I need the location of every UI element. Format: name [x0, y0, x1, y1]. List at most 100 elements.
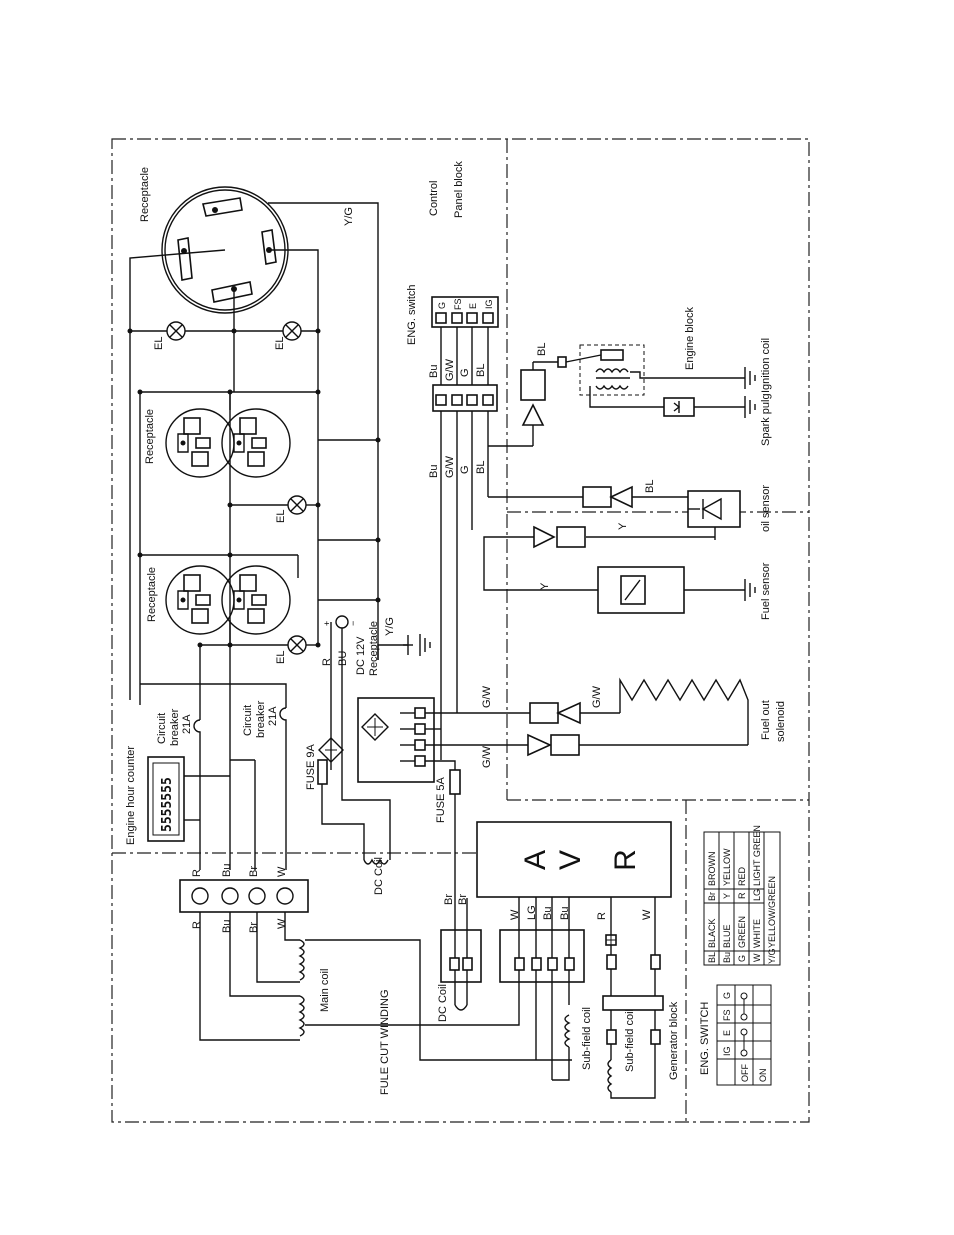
- oil-sensor-label: oil sensor: [760, 485, 772, 532]
- term-label-bu-top: Bu: [221, 864, 233, 877]
- main-coil-label: Main coil: [319, 969, 331, 1012]
- eng-pin-ig: IG: [484, 299, 494, 309]
- dc-bridge-rectifier: [318, 737, 344, 763]
- ground-ignition: [744, 367, 756, 389]
- legend-name-black: BLACK: [707, 918, 717, 948]
- sw-bu-label-top: Bu: [428, 365, 440, 378]
- eng-switch-table: IG E FS G OFF ON: [716, 984, 772, 1086]
- spark-plug-label: Spark pulg: [760, 393, 772, 446]
- engine-block-label: Engine block: [684, 307, 696, 370]
- legend-name-green: GREEN: [737, 916, 747, 948]
- generator-block-label: Generator block: [668, 1001, 680, 1080]
- sw-bu-label-bot: Bu: [428, 465, 440, 478]
- switch-table-on: ON: [758, 1069, 768, 1083]
- breaker-1-label-c: 21A: [181, 714, 193, 734]
- duplex-receptacle-low: [165, 565, 291, 635]
- eng-switch-label: ENG. switch: [406, 284, 418, 345]
- legend-code-yg: Y/G: [767, 948, 777, 964]
- block-outlines: [111, 138, 810, 1123]
- gen-r-label: R: [596, 912, 608, 920]
- fuse-5a: [425, 760, 461, 930]
- ground-symbol-dc: [419, 634, 431, 656]
- receptacle-label-low: Receptacle: [146, 567, 158, 622]
- eng-switch-connector: [431, 296, 499, 328]
- switch-off-ig-e-link: [740, 1028, 748, 1057]
- fuse5a-label: FUSE 5A: [435, 776, 447, 823]
- control-rectifier-module: [357, 697, 435, 783]
- subfield-coil-label-b: Sub-field coil: [624, 1009, 636, 1072]
- yg-label-top: Y/G: [343, 207, 355, 226]
- sw-bl-label-top: BL: [475, 364, 487, 377]
- dc-coil-label-top: DC Coil: [373, 857, 385, 895]
- avr-lg-label: LG: [526, 905, 538, 920]
- duplex-receptacle-mid: [165, 408, 291, 478]
- legend-name-red: RED: [737, 866, 747, 886]
- avr-bu-label-b: Bu: [559, 907, 571, 920]
- dc-coil-connector: [440, 898, 482, 1011]
- circuit-breaker-2: [140, 683, 287, 870]
- legend-name-yellow-green: YELLOW/GREEN: [767, 876, 777, 948]
- receptacle-label-top: Receptacle: [139, 167, 151, 222]
- legend-name-white: WHITE: [752, 919, 762, 948]
- low-wires: [199, 560, 413, 720]
- fuel-sensor-label: Fuel sensor: [760, 562, 772, 620]
- dc-br-label-b: Br: [457, 894, 469, 905]
- term-label-br-bot: Br: [248, 922, 260, 933]
- breaker-1-label-a: Circuit: [156, 713, 168, 744]
- breaker-1-label-b: breaker: [169, 708, 181, 746]
- eng-pin-fs: FS: [453, 298, 463, 310]
- fuse9a-label: FUSE 9A: [305, 743, 317, 790]
- subfield-coil-label-a: Sub-field coil: [581, 1007, 593, 1070]
- fs-gw-label-c: G/W: [591, 685, 603, 708]
- legend-code-lg: LG: [752, 889, 762, 901]
- avr-module: A V R: [476, 821, 672, 898]
- breaker-2-label-b: breaker: [255, 700, 267, 738]
- avr-w-label: W: [509, 909, 521, 920]
- dc-br-label-a: Br: [443, 894, 455, 905]
- breaker-2-label-c: 21A: [267, 706, 279, 726]
- hour-counter-digits: 5555555: [160, 777, 175, 832]
- term-label-bu-bot: Bu: [221, 920, 233, 933]
- fuel-sensor: [483, 525, 745, 614]
- fs-gw-label-b: G/W: [481, 745, 493, 768]
- legend-code-w: W: [752, 953, 762, 962]
- oil-sensor: [488, 485, 741, 540]
- breaker-2-label-a: Circuit: [242, 705, 254, 736]
- hour-counter-label: Engine hour counter: [125, 746, 137, 845]
- ign-bl-label: BL: [536, 343, 548, 356]
- sw-g-label-top: G: [459, 368, 471, 377]
- dc-coil-top: [363, 858, 389, 865]
- switch-table-off: OFF: [740, 1064, 750, 1082]
- generator-subfield: [602, 897, 664, 1099]
- junction-dots: [127, 328, 381, 648]
- ground-fuel-sensor: [744, 579, 756, 601]
- sw-gw-label-top: G/W: [444, 358, 456, 381]
- control-panel-label-b: Panel block: [453, 161, 465, 218]
- fuel-y-label: Y: [539, 582, 551, 590]
- control-panel-label-a: Control: [428, 181, 440, 216]
- avr-connector: [305, 897, 585, 1081]
- mid-wires: [140, 392, 378, 578]
- eng-pin-g: G: [437, 302, 447, 309]
- legend-code-br: Br: [707, 892, 717, 901]
- sw-gw-label-bot: G/W: [444, 455, 456, 478]
- sw-g-label-bot: G: [459, 465, 471, 474]
- legend-name-yellow: YELLOW: [722, 848, 732, 886]
- term-label-r-bot: R: [191, 921, 203, 929]
- el-lamp-3: [287, 495, 307, 515]
- eng-switch-table-title: ENG. SWITCH: [699, 1002, 711, 1075]
- switch-table-ig: IG: [722, 1046, 732, 1056]
- fs-gw-label-a: G/W: [481, 685, 493, 708]
- switch-table-e: E: [722, 1030, 732, 1036]
- avr-bu-label-a: Bu: [542, 907, 554, 920]
- dc-r-label: R: [321, 658, 333, 666]
- ignition-coil-label: Ignition coil: [760, 338, 772, 393]
- dc12v-label-a: DC 12V: [355, 636, 367, 675]
- legend-code-bu: Bu: [722, 952, 732, 963]
- legend-name-brown: BROWN: [707, 852, 717, 887]
- oil-bl-label: BL: [644, 480, 656, 493]
- term-label-w-bot: W: [276, 918, 288, 929]
- ignition-coil: [565, 344, 745, 417]
- dc-minus-label: −: [348, 621, 358, 626]
- twist-lock-receptacle: [161, 186, 289, 314]
